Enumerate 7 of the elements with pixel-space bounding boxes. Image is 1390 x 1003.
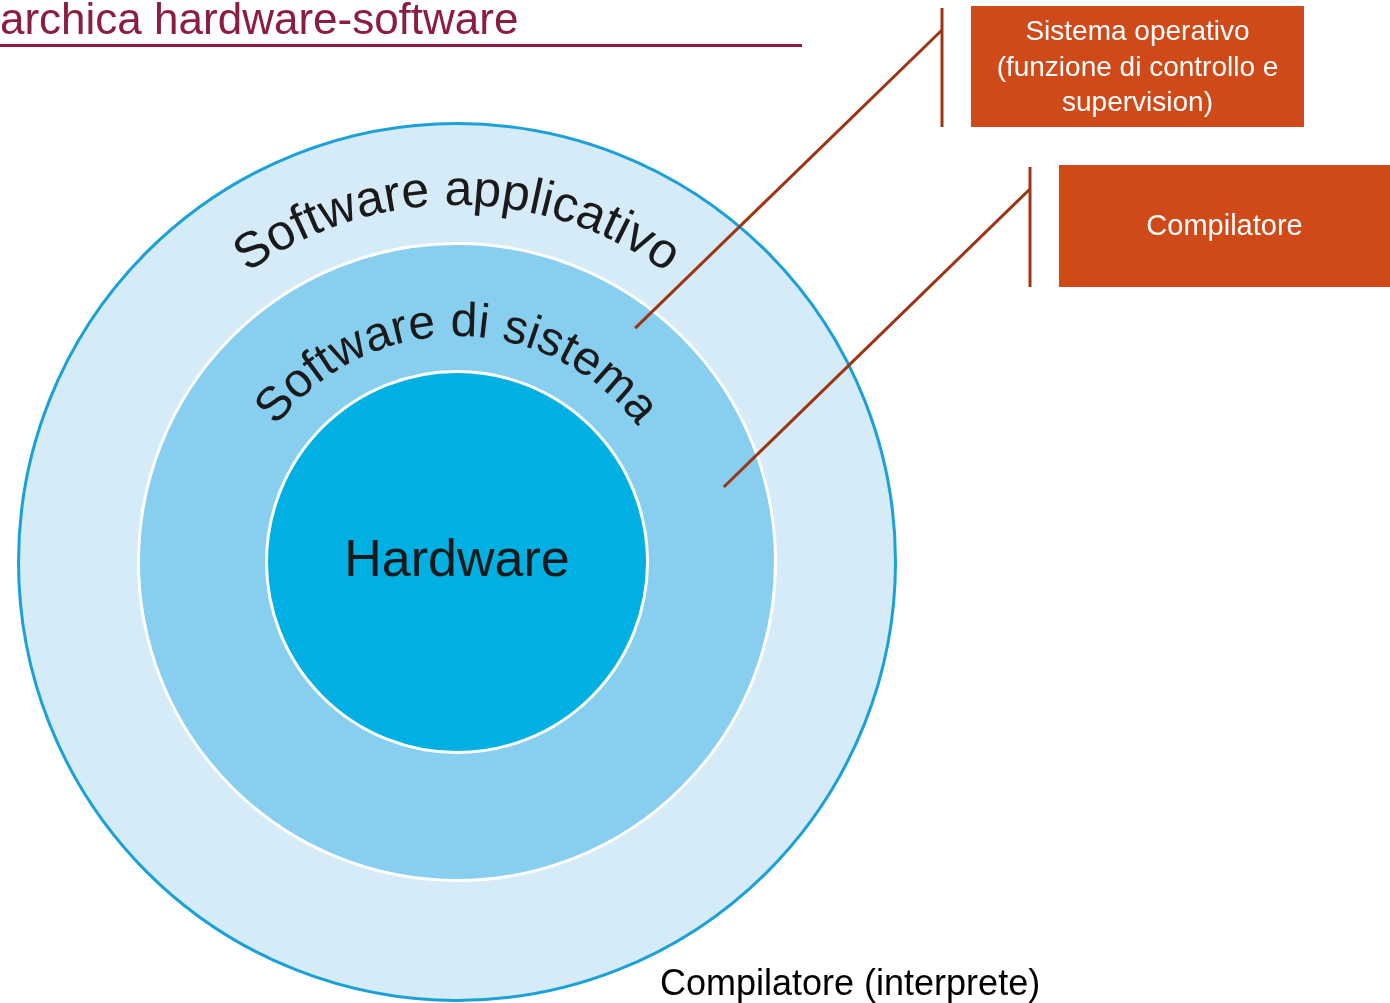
layer-label: Hardware [343, 528, 571, 588]
callout-box: Sistema operativo (funzione di controllo e supervision) [971, 6, 1304, 127]
leader-line [634, 28, 944, 330]
callout-box: Compilatore [1059, 165, 1390, 287]
leader-line [722, 187, 1032, 489]
title: archica hardware-software [0, 0, 519, 44]
caption-note: Compilatore (interprete) [660, 962, 1041, 1003]
